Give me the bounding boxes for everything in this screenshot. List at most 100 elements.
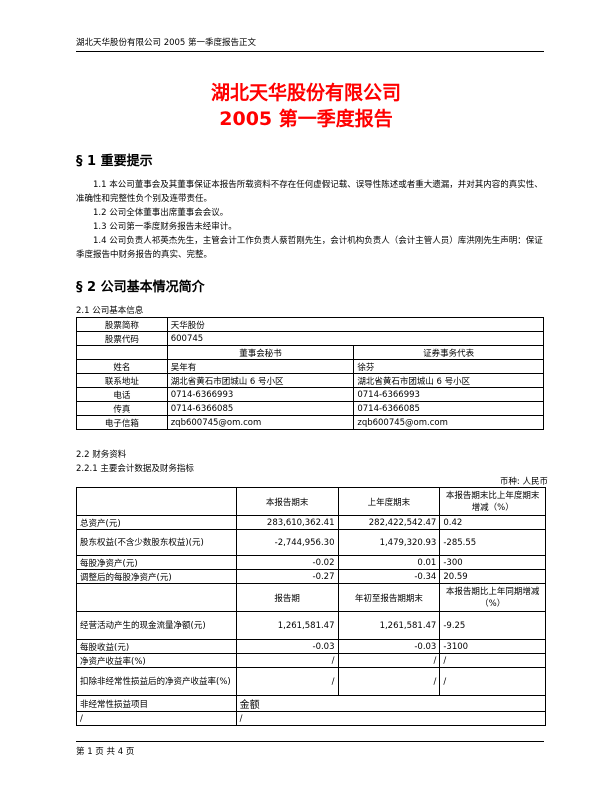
- cell-value: 0.01: [337, 555, 441, 570]
- row-label: 总资产(元): [76, 515, 237, 530]
- table-row: 每股净资产(元) -0.02 0.01 -300: [76, 555, 546, 570]
- section-2-heading: § 2 公司基本情况简介: [76, 280, 205, 295]
- notice-1-3: 1.3 公司第一季度财务报告未经审计。: [93, 222, 237, 232]
- cell-value: 283,610,362.41: [235, 515, 339, 530]
- nonrecurring-amount: /: [235, 711, 547, 726]
- table-row: 传真 0714-6366085 0714-6366085: [76, 401, 544, 416]
- company-title: 湖北天华股份有限公司: [210, 82, 401, 104]
- secretary-tel: 0714-6366993: [166, 387, 355, 402]
- cell-value: -300: [439, 555, 546, 570]
- table-row: 非经常性损益项目 金额: [76, 695, 547, 712]
- representative-header: 证券事务代表: [353, 345, 544, 360]
- stock-abbr-label: 股票简称: [76, 317, 168, 332]
- representative-fax: 0714-6366085: [353, 401, 544, 416]
- cell-value: /: [235, 653, 339, 668]
- cell-value: /: [235, 667, 339, 696]
- table-row: 经营活动产生的现金流量净额(元) 1,261,581.47 1,261,581.…: [76, 611, 546, 640]
- representative-tel: 0714-6366993: [353, 387, 544, 402]
- col-period: 报告期: [235, 583, 339, 612]
- name-label: 姓名: [76, 359, 168, 374]
- cell-value: -9.25: [439, 611, 546, 640]
- table-row: 净资产收益率(%) / / /: [76, 653, 546, 668]
- stock-code-value: 600745: [166, 331, 545, 346]
- row-label: 每股收益(元): [76, 639, 237, 654]
- subsection-2-2-1: 2.2.1 主要会计数据及财务指标: [76, 464, 194, 474]
- header-rule: [76, 51, 544, 52]
- subsection-2-2: 2.2 财务资料: [76, 450, 127, 460]
- table-row: 报告期 年初至报告期期末 本报告期比上年同期增减（%）: [76, 583, 546, 612]
- address-label: 联系地址: [76, 373, 168, 388]
- cell-value: -0.03: [235, 639, 339, 654]
- email-label: 电子信箱: [76, 415, 168, 430]
- tel-label: 电话: [76, 387, 168, 402]
- currency-note: 币种: 人民币: [499, 477, 548, 487]
- cell-value: 282,422,542.47: [337, 515, 441, 530]
- cell-value: -0.02: [235, 555, 339, 570]
- nonrecurring-amount-header: 金额: [235, 695, 547, 712]
- cell-value: /: [337, 667, 441, 696]
- cell-value: /: [337, 653, 441, 668]
- cell-value: /: [439, 667, 546, 696]
- table-row: 每股收益(元) -0.03 -0.03 -3100: [76, 639, 546, 654]
- cell-value: -0.27: [235, 569, 339, 584]
- report-title: 2005 第一季度报告: [219, 108, 393, 130]
- secretary-fax: 0714-6366085: [166, 401, 355, 416]
- fax-label: 传真: [76, 401, 168, 416]
- subsection-2-1: 2.1 公司基本信息: [76, 306, 144, 316]
- cell-value: 20.59: [439, 569, 546, 584]
- cell-value: 1,479,320.93: [337, 529, 441, 556]
- stock-code-label: 股票代码: [76, 331, 168, 346]
- secretary-email: zqb600745@om.com: [166, 415, 355, 430]
- table-row: 电话 0714-6366993 0714-6366993: [76, 387, 544, 402]
- running-header: 湖北天华股份有限公司 2005 第一季度报告正文: [76, 38, 257, 48]
- row-label: 调整后的每股净资产(元): [76, 569, 237, 584]
- representative-address: 湖北省黄石市团城山 6 号小区: [353, 373, 544, 388]
- secretary-header: 董事会秘书: [166, 345, 355, 360]
- col-period-end: 本报告期末: [235, 487, 339, 516]
- cell-value: -2,744,956.30: [235, 529, 339, 556]
- section-1-heading: § 1 重要提示: [76, 154, 153, 169]
- basic-info-table: 股票简称 天华股份 股票代码 600745 董事会秘书 证券事务代表 姓名 吴年…: [76, 317, 545, 430]
- cell-value: -0.03: [337, 639, 441, 654]
- table-row: 股东权益(不含少数股东权益)(元) -2,744,956.30 1,479,32…: [76, 529, 546, 556]
- table-row: 姓名 吴年有 徐芬: [76, 359, 544, 374]
- table-row: 董事会秘书 证券事务代表: [76, 345, 544, 360]
- representative-email: zqb600745@om.com: [353, 415, 544, 430]
- cell-value: -285.55: [439, 529, 546, 556]
- table-row: / /: [76, 711, 547, 726]
- cell-value: /: [439, 653, 546, 668]
- stock-abbr-value: 天华股份: [166, 317, 545, 332]
- table-row: 股票代码 600745: [76, 331, 545, 346]
- row-label: 扣除非经常性损益后的净资产收益率(%): [76, 667, 237, 696]
- representative-name: 徐芬: [353, 359, 544, 374]
- table-row: 调整后的每股净资产(元) -0.27 -0.34 20.59: [76, 569, 546, 584]
- row-label: 净资产收益率(%): [76, 653, 237, 668]
- row-label: 每股净资产(元): [76, 555, 237, 570]
- secretary-name: 吴年有: [166, 359, 355, 374]
- col-yoy-pct: 本报告期比上年同期增减（%）: [439, 583, 546, 612]
- notice-1-2: 1.2 公司全体董事出席董事会会议。: [93, 208, 229, 218]
- nonrecurring-item: /: [76, 711, 237, 726]
- cell-value: 1,261,581.47: [235, 611, 339, 640]
- notice-1-1: 1.1 本公司董事会及其董事保证本报告所载资料不存在任何虚假记载、误导性陈述或者…: [76, 180, 543, 204]
- row-label: 经营活动产生的现金流量净额(元): [76, 611, 237, 640]
- blank-cell: [76, 345, 168, 360]
- col-change-pct: 本报告期末比上年度期末增减（%）: [439, 487, 546, 516]
- table-row: 电子信箱 zqb600745@om.com zqb600745@om.com: [76, 415, 544, 430]
- cell-value: -3100: [439, 639, 546, 654]
- cell-value: 1,261,581.47: [337, 611, 441, 640]
- financial-table: 本报告期末 上年度期末 本报告期末比上年度期末增减（%） 总资产(元) 283,…: [76, 487, 547, 726]
- table-row: 总资产(元) 283,610,362.41 282,422,542.47 0.4…: [76, 515, 546, 530]
- footer-rule: [76, 741, 544, 742]
- table-row: 股票简称 天华股份: [76, 317, 545, 332]
- table-row: 本报告期末 上年度期末 本报告期末比上年度期末增减（%）: [76, 487, 546, 516]
- blank-cell: [76, 583, 237, 612]
- row-label: 股东权益(不含少数股东权益)(元): [76, 529, 237, 556]
- col-last-year-end: 上年度期末: [337, 487, 441, 516]
- secretary-address: 湖北省黄石市团城山 6 号小区: [166, 373, 355, 388]
- table-row: 扣除非经常性损益后的净资产收益率(%) / / /: [76, 667, 546, 696]
- cell-value: 0.42: [439, 515, 546, 530]
- nonrecurring-label: 非经常性损益项目: [76, 695, 237, 712]
- table-row: 联系地址 湖北省黄石市团城山 6 号小区 湖北省黄石市团城山 6 号小区: [76, 373, 544, 388]
- col-ytd: 年初至报告期期末: [337, 583, 441, 612]
